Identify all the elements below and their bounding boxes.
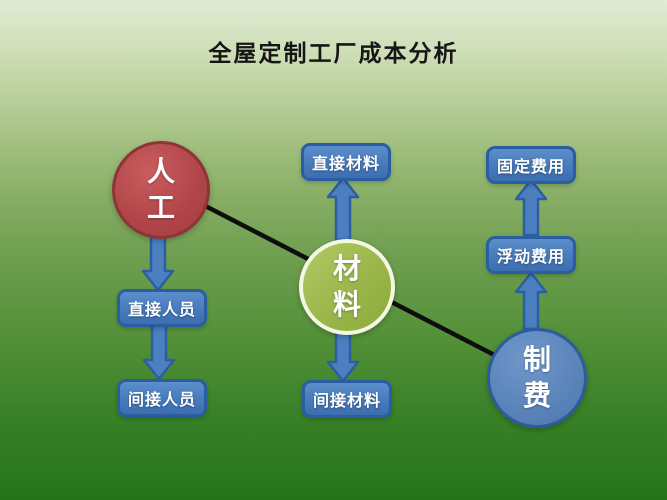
box-indirect-personnel-label: 间接人员	[127, 392, 196, 409]
box-direct-materials: 直接材料	[301, 143, 391, 181]
arrow-direct-to-indirect-personnel	[142, 322, 176, 381]
arrow-materials-to-direct-materials	[326, 176, 360, 242]
box-direct-personnel: 直接人员	[117, 289, 207, 327]
box-variable-costs: 浮动费用	[486, 236, 576, 274]
arrow-labor-to-direct-personnel	[141, 234, 175, 292]
box-direct-personnel-label: 直接人员	[127, 302, 196, 319]
page-title: 全屋定制工厂成本分析	[208, 40, 459, 66]
node-labor-label: 人工	[146, 155, 175, 223]
arrow-materials-to-indirect-materials	[326, 326, 360, 383]
box-fixed-costs-label: 固定费用	[496, 159, 565, 176]
box-direct-materials-label: 直接材料	[311, 156, 380, 173]
box-fixed-costs: 固定费用	[486, 146, 576, 184]
box-variable-costs-label: 浮动费用	[496, 249, 565, 266]
arrow-overhead-to-variable-costs	[514, 271, 548, 331]
arrow-variable-to-fixed-costs	[514, 178, 548, 237]
node-labor: 人工	[112, 141, 210, 239]
node-materials-label: 材料	[332, 252, 361, 320]
node-overhead: 制费	[487, 328, 587, 428]
node-materials: 材料	[299, 239, 395, 335]
node-overhead-label: 制费	[522, 343, 551, 411]
box-indirect-materials: 间接材料	[302, 380, 392, 418]
box-indirect-personnel: 间接人员	[117, 379, 207, 417]
box-indirect-materials-label: 间接材料	[312, 393, 381, 410]
